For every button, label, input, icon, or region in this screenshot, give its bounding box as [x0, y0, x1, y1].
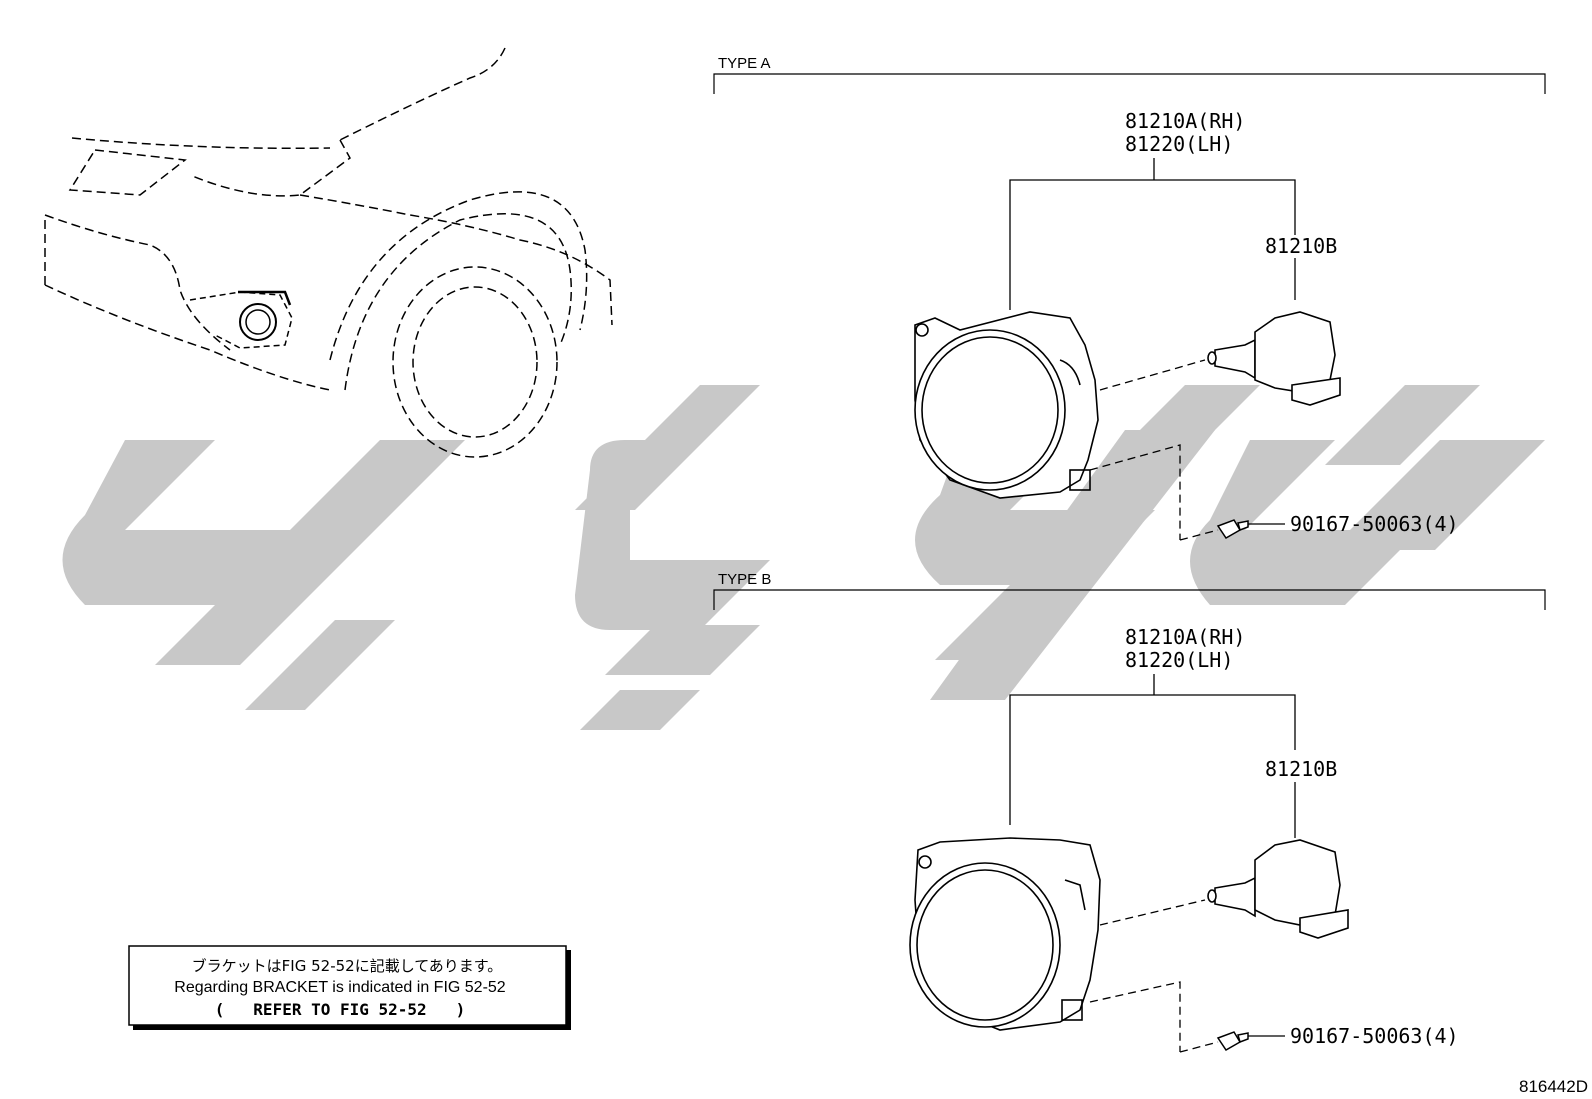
type-b-lamp-part-rh: 81210A(RH) — [1125, 625, 1245, 649]
type-a-section: TYPE A 81210A(RH) 81220(LH) 81210B — [713, 55, 1546, 541]
type-a-bulb — [1207, 311, 1341, 406]
type-b-lamp-part-lh: 81220(LH) — [1125, 648, 1233, 672]
note-japanese: ブラケットはFIG 52-52に記載してあります。 — [192, 957, 503, 975]
type-b-screw-part: 90167-50063(4) — [1290, 1024, 1459, 1048]
type-b-bracket — [713, 589, 1546, 610]
type-a-fog-lamp — [914, 311, 1099, 499]
watermark-logo — [62, 385, 1545, 730]
type-b-bulb — [1207, 839, 1349, 939]
note-english: Regarding BRACKET is indicated in FIG 52… — [174, 979, 506, 996]
type-b-leader-lines — [1009, 694, 1296, 825]
note-box: ブラケットはFIG 52-52に記載してあります。 Regarding BRAC… — [128, 945, 571, 1030]
diagram-id: 816442D — [1519, 1077, 1588, 1096]
type-b-screw — [1216, 1031, 1249, 1051]
car-front-illustration — [44, 47, 613, 458]
type-a-bulb-part: 81210B — [1265, 234, 1337, 258]
type-b-section: TYPE B 81210A(RH) 81220(LH) 81210B — [713, 571, 1546, 1053]
type-b-fog-lamp — [909, 837, 1101, 1031]
type-b-bulb-part: 81210B — [1265, 757, 1337, 781]
type-a-lamp-part-lh: 81220(LH) — [1125, 132, 1233, 156]
type-a-leader-lines — [1009, 179, 1296, 310]
type-a-screw-part: 90167-50063(4) — [1290, 512, 1459, 536]
type-a-screw — [1216, 519, 1249, 539]
type-a-lamp-part-rh: 81210A(RH) — [1125, 109, 1245, 133]
type-b-title: TYPE B — [718, 571, 771, 588]
note-reference: ( REFER TO FIG 52-52 ) — [215, 1000, 465, 1019]
type-a-bracket — [713, 73, 1546, 94]
type-a-title: TYPE A — [718, 55, 771, 72]
